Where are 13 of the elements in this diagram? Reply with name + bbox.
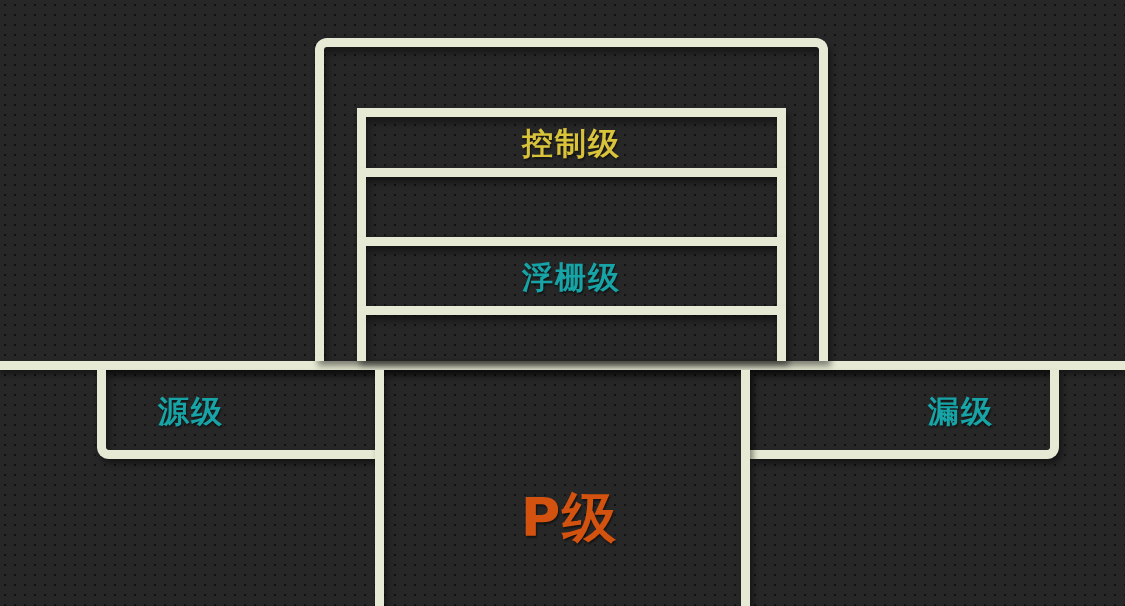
drain-region [750,370,1059,459]
layer-band [357,168,786,239]
floating-gate-layer [357,237,786,308]
region-label: 漏级 [928,393,994,429]
region-label: 控制级 [522,126,621,161]
region-label: 源级 [158,393,224,429]
gate-outline [315,38,828,361]
layer-band [357,306,786,361]
region-label: P级 [520,488,619,548]
region-label: 浮栅级 [522,259,621,295]
source-region [97,370,375,459]
control-gate-layer [357,108,786,170]
substrate-region [375,370,750,606]
